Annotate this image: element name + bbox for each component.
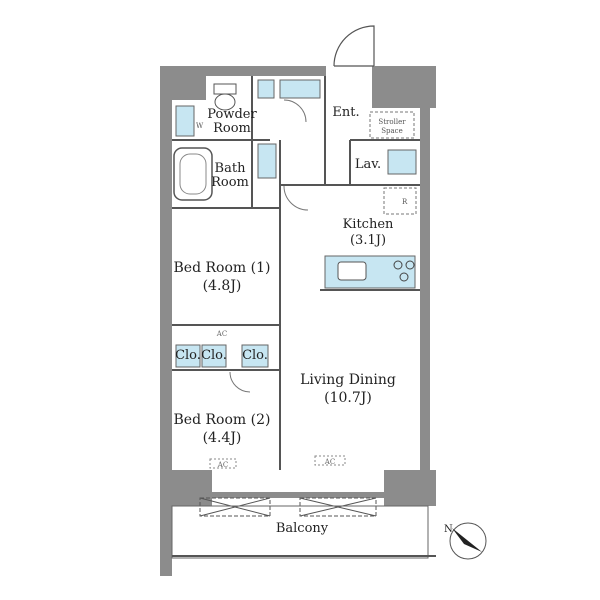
bedroom-2-label-2: (4.4J) (203, 430, 242, 446)
door-arcs (229, 99, 309, 393)
walls (160, 66, 436, 576)
stroller-label-2: Space (381, 127, 403, 135)
closet-3-label: Clo. (242, 348, 268, 363)
kitchen-label-1: Kitchen (343, 217, 394, 232)
refrigerator-box (383, 187, 417, 215)
balcony-area (171, 505, 429, 559)
lav-label: Lav. (355, 157, 381, 172)
right-wall (420, 100, 430, 480)
entrance-label: Ent. (332, 105, 359, 120)
refrigerator-label: R (402, 198, 408, 206)
bottom-right-pillar (384, 470, 436, 506)
stroller-space-box (369, 111, 415, 139)
kitchen-sink (337, 261, 367, 281)
shelf-1 (257, 79, 275, 99)
balcony-label: Balcony (276, 521, 329, 536)
partitions (172, 76, 420, 470)
stroller-label-1: Stroller (378, 118, 406, 126)
bedroom-2-label-1: Bed Room (2) (174, 412, 271, 428)
closet-2-label: Clo. (201, 348, 227, 363)
ac-bed2-label: AC (217, 461, 228, 469)
balcony-left-wall (160, 506, 172, 576)
left-wall (160, 66, 172, 506)
closet-3-box (241, 344, 269, 368)
powder-room-label-2: Room (213, 121, 251, 136)
bath-room-label-1: Bath (215, 161, 247, 176)
closet-1-label: Clo. (175, 348, 201, 363)
bottom-left-pillar (160, 470, 212, 506)
top-wall (206, 66, 326, 76)
bedroom-1-label-1: Bed Room (1) (174, 260, 271, 276)
shelf-2 (279, 79, 321, 99)
bath-room-label-2: Room (211, 175, 249, 190)
ac-unit-living (314, 455, 346, 466)
compass-label: N (444, 524, 453, 535)
ac-unit-bed2 (209, 458, 237, 469)
ac-bed1-label: AC (216, 330, 227, 338)
bath-vanity (257, 143, 277, 179)
living-dining-label-1: Living Dining (300, 372, 396, 388)
top-left-pillar (160, 66, 206, 100)
ac-living-label: AC (324, 458, 335, 466)
lav-sink (387, 149, 417, 175)
sliding-windows (199, 497, 377, 517)
entrance-door (333, 25, 375, 67)
living-dining-label-2: (10.7J) (324, 390, 372, 406)
north-compass-icon: N (444, 522, 487, 560)
bathtub (173, 147, 213, 201)
bedroom-1-label-2: (4.8J) (203, 278, 242, 294)
toilet-icon (213, 83, 237, 111)
powder-room-label-1: Powder (207, 107, 257, 122)
washer-label: W (196, 122, 204, 130)
closet-2-box (201, 344, 227, 368)
stove-icon (393, 260, 415, 282)
kitchen-label-2: (3.1J) (350, 233, 386, 248)
powder-sink (175, 105, 195, 137)
closet-1-box (175, 344, 201, 368)
bottom-wall (212, 492, 384, 498)
